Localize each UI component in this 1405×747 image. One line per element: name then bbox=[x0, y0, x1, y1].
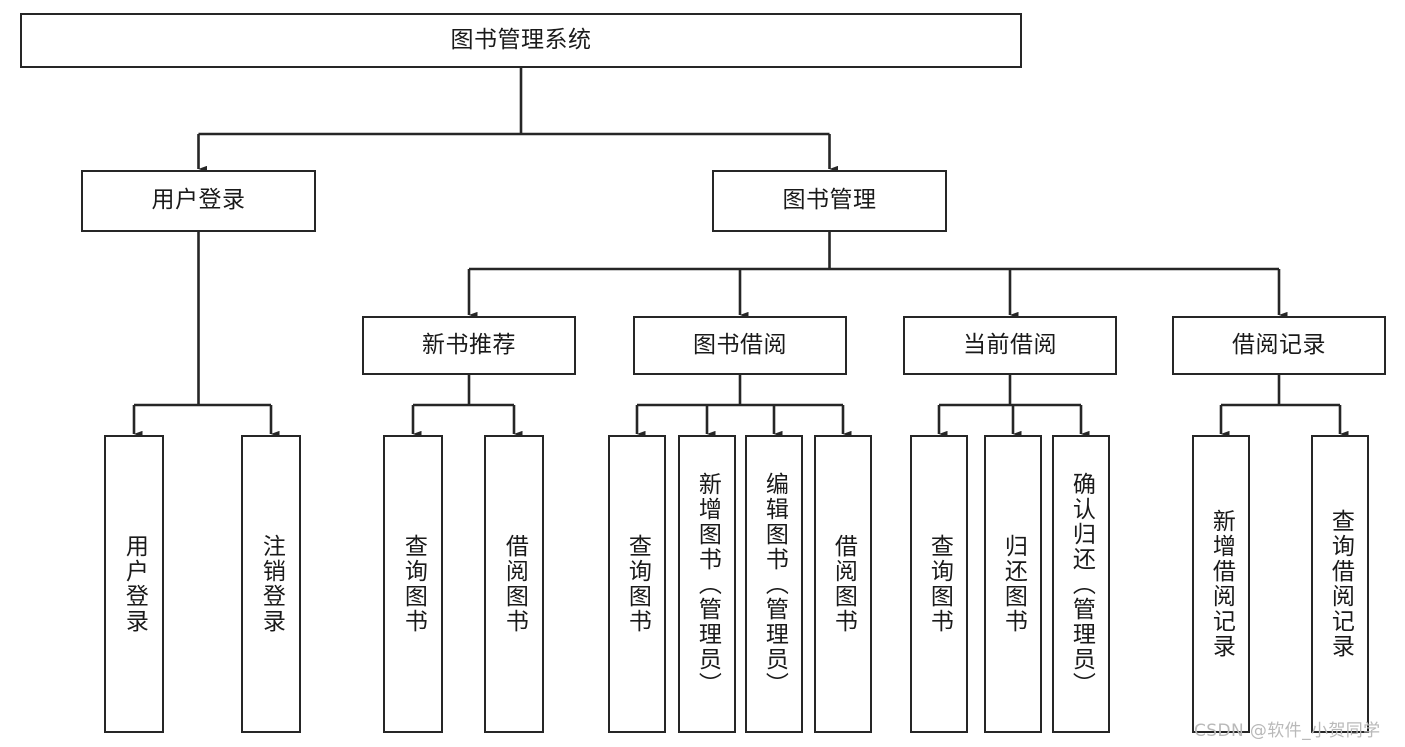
node-label: 新书推荐 bbox=[422, 331, 516, 358]
node-leaf8[interactable]: 借阅图书 bbox=[814, 435, 872, 733]
node-leaf5[interactable]: 查询图书 bbox=[608, 435, 666, 733]
node-current[interactable]: 当前借阅 bbox=[903, 316, 1117, 375]
node-label: 查询借阅记录 bbox=[1327, 509, 1354, 659]
node-leaf4[interactable]: 借阅图书 bbox=[484, 435, 544, 733]
node-label: 查询图书 bbox=[400, 534, 427, 634]
node-borrow[interactable]: 图书借阅 bbox=[633, 316, 847, 375]
node-label: 查询图书 bbox=[624, 534, 651, 634]
node-leaf12[interactable]: 新增借阅记录 bbox=[1192, 435, 1250, 733]
node-login[interactable]: 用户登录 bbox=[81, 170, 316, 232]
node-label: 借阅图书 bbox=[830, 534, 857, 634]
node-leaf6[interactable]: 新增图书（管理员） bbox=[678, 435, 736, 733]
node-leaf7[interactable]: 编辑图书（管理员） bbox=[745, 435, 803, 733]
node-label: 用户登录 bbox=[121, 534, 148, 634]
node-leaf10[interactable]: 归还图书 bbox=[984, 435, 1042, 733]
node-newbook[interactable]: 新书推荐 bbox=[362, 316, 576, 375]
node-bookmgmt[interactable]: 图书管理 bbox=[712, 170, 947, 232]
node-leaf13[interactable]: 查询借阅记录 bbox=[1311, 435, 1369, 733]
node-leaf11[interactable]: 确认归还（管理员） bbox=[1052, 435, 1110, 733]
node-root[interactable]: 图书管理系统 bbox=[20, 13, 1022, 68]
node-leaf3[interactable]: 查询图书 bbox=[383, 435, 443, 733]
node-label: 图书管理 bbox=[782, 187, 877, 214]
node-label: 新增图书（管理员） bbox=[694, 471, 721, 697]
node-label: 图书借阅 bbox=[693, 331, 787, 358]
node-record[interactable]: 借阅记录 bbox=[1172, 316, 1386, 375]
node-label: 归还图书 bbox=[1000, 534, 1027, 634]
node-label: 当前借阅 bbox=[963, 331, 1057, 358]
watermark-label: CSDN @软件_小贺同学 bbox=[1194, 721, 1381, 741]
node-label: 编辑图书（管理员） bbox=[761, 471, 788, 697]
node-label: 借阅记录 bbox=[1232, 331, 1326, 358]
node-label: 查询图书 bbox=[926, 534, 953, 634]
node-label: 确认归还（管理员） bbox=[1068, 471, 1095, 697]
node-leaf2[interactable]: 注销登录 bbox=[241, 435, 301, 733]
node-label: 注销登录 bbox=[258, 534, 285, 634]
node-label: 用户登录 bbox=[151, 187, 246, 214]
node-label: 借阅图书 bbox=[501, 534, 528, 634]
node-label: 图书管理系统 bbox=[450, 26, 592, 53]
node-leaf1[interactable]: 用户登录 bbox=[104, 435, 164, 733]
node-label: 新增借阅记录 bbox=[1208, 509, 1235, 659]
node-leaf9[interactable]: 查询图书 bbox=[910, 435, 968, 733]
